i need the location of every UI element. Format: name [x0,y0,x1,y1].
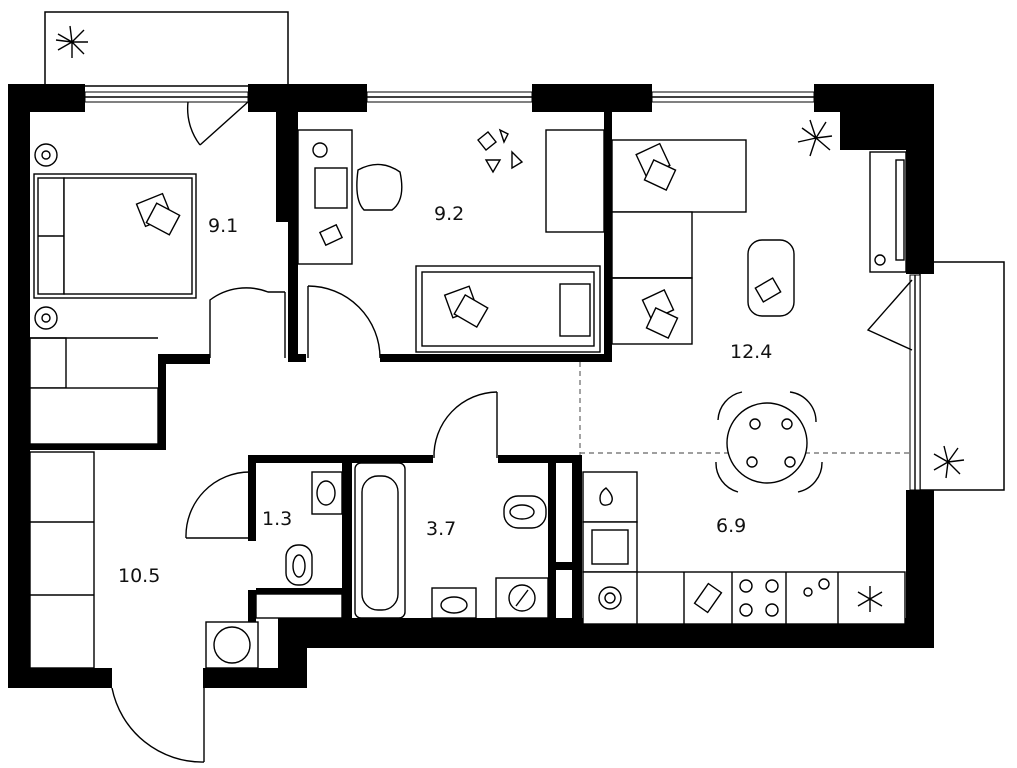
window-living [651,91,815,103]
kitchen-furniture [582,471,906,625]
area-label-living: 12.4 [730,341,772,363]
window-bedroom-1 [84,91,249,103]
area-label-bedroom-1: 9.1 [208,215,238,237]
balcony-top [44,11,289,87]
bedroom-1-furniture [29,143,197,445]
doors [111,101,913,763]
plant-icon [933,445,965,479]
socket-icon [34,143,58,167]
living-furniture [611,119,965,493]
washing-machine-icon [598,586,622,610]
area-label-bedroom-2: 9.2 [434,203,464,225]
bedroom-2-furniture [297,128,605,353]
balcony-right [919,261,1005,491]
interior-walls [30,110,612,625]
toilet-icon [503,495,547,529]
sink-icon [311,471,343,515]
window-balcony-door [909,274,921,491]
window-bedroom-2 [366,91,533,103]
hob-icon [739,579,779,617]
socket-icon [34,306,58,330]
area-label-bathroom: 3.7 [426,518,456,540]
area-label-hallway: 10.5 [118,565,160,587]
wc-fixtures [255,471,343,619]
sink-icon [431,587,477,619]
plant-icon [55,25,88,58]
toilet-icon [285,544,313,586]
bathroom-fixtures [354,462,549,619]
plant-icon [797,119,833,157]
snowflake-icon [857,586,883,612]
hallway-furniture [29,451,259,669]
area-label-kitchen: 6.9 [716,515,746,537]
area-label-wc: 1.3 [262,508,292,530]
